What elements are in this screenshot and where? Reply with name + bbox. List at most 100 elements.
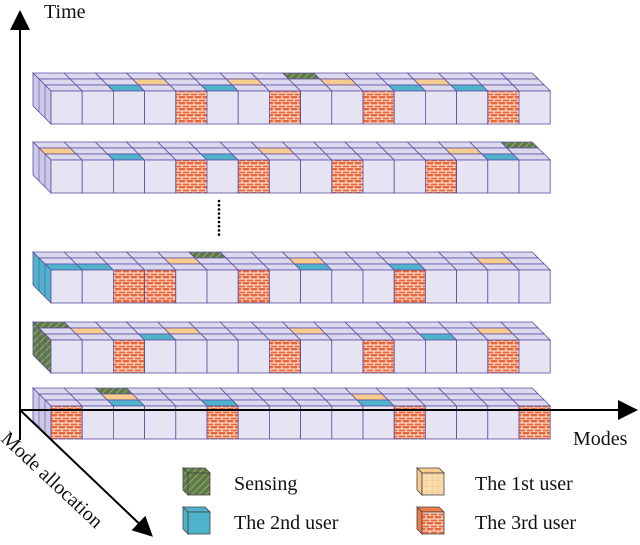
vertical-ellipsis bbox=[217, 199, 221, 236]
front-cell bbox=[113, 159, 146, 194]
front-cell bbox=[424, 405, 457, 440]
front-cell bbox=[362, 159, 395, 194]
front-cell-user3 bbox=[362, 339, 395, 374]
ellipsis-dot bbox=[217, 212, 221, 215]
front-cell bbox=[50, 269, 83, 304]
front-cell bbox=[175, 339, 208, 374]
front-cell bbox=[268, 159, 301, 194]
front-cell-user3 bbox=[237, 159, 270, 194]
front-cell bbox=[518, 339, 551, 374]
mode-allocation-axis-arrow bbox=[19, 409, 153, 537]
front-cell-user3 bbox=[393, 405, 426, 440]
front-cell bbox=[456, 90, 489, 125]
front-cell bbox=[113, 90, 146, 125]
front-cell-user3 bbox=[487, 339, 520, 374]
top-cell bbox=[506, 257, 546, 265]
front-cell-user3 bbox=[331, 159, 364, 194]
front-cell bbox=[456, 269, 489, 304]
front-cell bbox=[300, 90, 333, 125]
front-cell bbox=[144, 339, 177, 374]
ellipsis-dot bbox=[217, 229, 221, 232]
ellipsis-dot bbox=[217, 216, 221, 220]
legend-label-user3: The 3rd user bbox=[475, 512, 576, 534]
front-cell bbox=[206, 269, 239, 304]
front-cell-user3 bbox=[393, 269, 426, 304]
layer-5 bbox=[32, 387, 552, 440]
front-cell bbox=[206, 339, 239, 374]
top-cell bbox=[500, 387, 540, 395]
front-cell bbox=[331, 339, 364, 374]
legend-swatch-sensing-icon bbox=[187, 472, 211, 496]
legend-swatch-side bbox=[416, 506, 423, 535]
front-cell bbox=[144, 405, 177, 440]
top-cell bbox=[500, 321, 540, 329]
legend-swatch-user3-icon bbox=[421, 511, 445, 535]
front-cell bbox=[518, 269, 551, 304]
front-cell bbox=[144, 90, 177, 125]
modes-axis-label: Modes bbox=[573, 428, 628, 450]
front-cell bbox=[424, 90, 457, 125]
legend-swatch-side bbox=[182, 467, 189, 496]
top-cell bbox=[512, 333, 552, 341]
ellipsis-dot bbox=[217, 220, 221, 224]
front-cell bbox=[300, 269, 333, 304]
ellipsis-dot bbox=[217, 224, 221, 228]
front-cell bbox=[393, 339, 426, 374]
layer-1 bbox=[32, 72, 552, 125]
top-cell bbox=[512, 153, 552, 161]
front-cell bbox=[362, 405, 395, 440]
front-cell-user3 bbox=[144, 269, 177, 304]
front-cell bbox=[424, 269, 457, 304]
front-cell bbox=[456, 339, 489, 374]
front-cell bbox=[113, 405, 146, 440]
front-cell-user3 bbox=[362, 90, 395, 125]
legend-label-sensing: Sensing bbox=[234, 473, 297, 495]
top-cell-sensing bbox=[500, 141, 540, 149]
front-cell bbox=[237, 339, 270, 374]
front-cell bbox=[50, 90, 83, 125]
front-cell bbox=[50, 159, 83, 194]
front-cell bbox=[393, 159, 426, 194]
front-cell bbox=[331, 269, 364, 304]
front-cell-user3 bbox=[113, 339, 146, 374]
legend-swatch-user1-icon bbox=[421, 472, 445, 496]
top-cell bbox=[500, 251, 540, 259]
time-slot-layers bbox=[32, 72, 552, 440]
front-cell-user3 bbox=[268, 339, 301, 374]
front-cell bbox=[518, 159, 551, 194]
front-cell bbox=[300, 159, 333, 194]
layer-4 bbox=[32, 321, 552, 374]
front-cell-user3 bbox=[237, 269, 270, 304]
front-cell-user3 bbox=[268, 90, 301, 125]
front-cell bbox=[50, 339, 83, 374]
legend-item-sensing: Sensing bbox=[182, 467, 297, 496]
front-cell bbox=[237, 405, 270, 440]
front-cell bbox=[206, 159, 239, 194]
front-cell bbox=[237, 90, 270, 125]
legend-item-user2: The 2nd user bbox=[182, 506, 339, 535]
front-cell bbox=[487, 269, 520, 304]
front-cell bbox=[331, 90, 364, 125]
front-cell bbox=[81, 159, 114, 194]
front-cell-user3 bbox=[113, 269, 146, 304]
front-cell-user3 bbox=[424, 159, 457, 194]
top-cell bbox=[506, 147, 546, 155]
front-cell bbox=[487, 159, 520, 194]
legend-item-user1: The 1st user bbox=[416, 467, 573, 496]
front-cell bbox=[206, 90, 239, 125]
layer-3 bbox=[32, 251, 552, 304]
front-cell bbox=[424, 339, 457, 374]
front-cell-user3 bbox=[50, 405, 83, 440]
front-cell bbox=[81, 269, 114, 304]
legend-label-user1: The 1st user bbox=[475, 473, 573, 495]
front-cell bbox=[362, 269, 395, 304]
ellipsis-dot bbox=[217, 208, 221, 211]
front-cell bbox=[81, 405, 114, 440]
ellipsis-dot bbox=[217, 203, 221, 207]
legend-item-user3: The 3rd user bbox=[416, 506, 576, 535]
ellipsis-dot bbox=[217, 233, 221, 236]
front-cell bbox=[175, 405, 208, 440]
top-cell bbox=[500, 72, 540, 80]
legend-swatch-side bbox=[182, 506, 189, 535]
